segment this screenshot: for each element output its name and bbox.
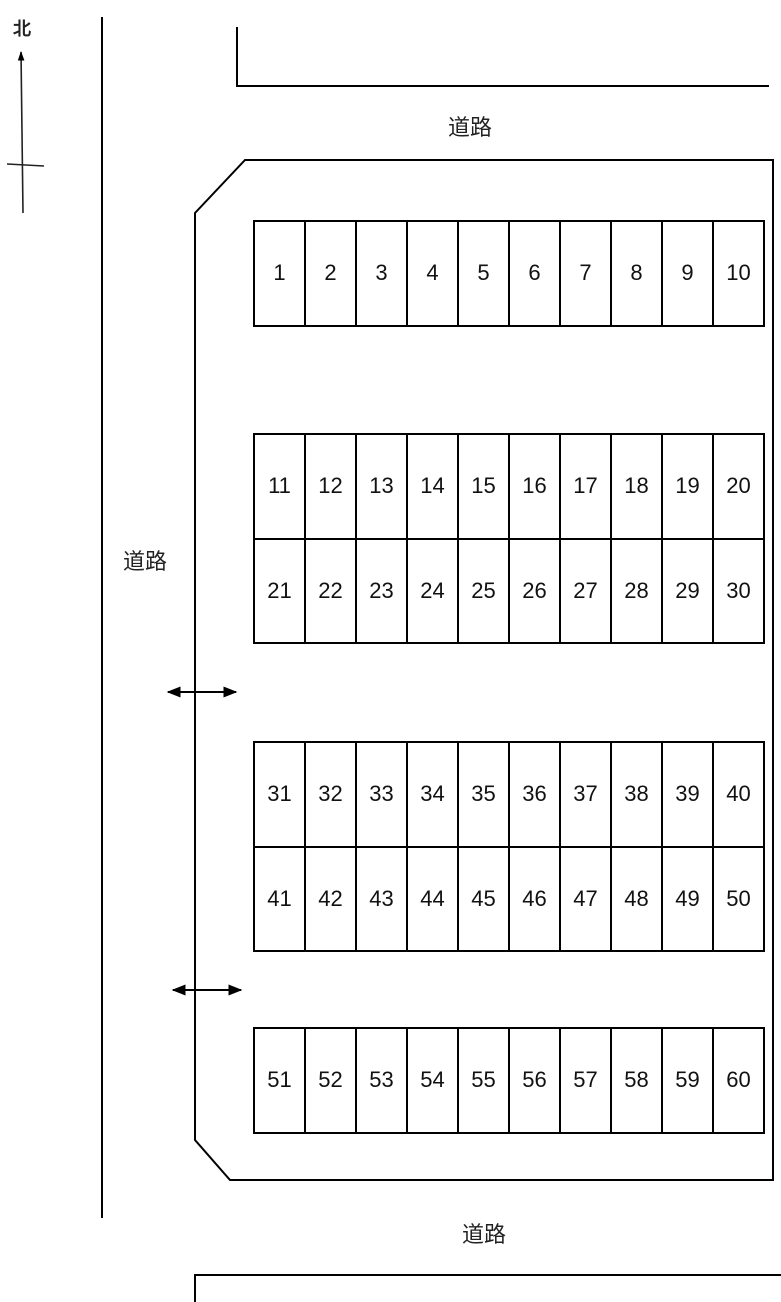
parking-space[interactable]: 24 bbox=[408, 539, 459, 644]
road-label-top: 道路 bbox=[447, 116, 493, 141]
parking-space[interactable]: 10 bbox=[714, 222, 765, 327]
parking-space[interactable]: 5 bbox=[459, 222, 510, 327]
parking-space[interactable]: 29 bbox=[663, 539, 714, 644]
parking-space[interactable]: 30 bbox=[714, 539, 765, 644]
parking-space[interactable]: 21 bbox=[255, 539, 306, 644]
north-label: 北 bbox=[13, 19, 31, 40]
parking-space[interactable]: 9 bbox=[663, 222, 714, 327]
parking-space[interactable]: 50 bbox=[714, 847, 765, 952]
parking-space[interactable]: 45 bbox=[459, 847, 510, 952]
parking-space[interactable]: 40 bbox=[714, 743, 765, 848]
parking-space[interactable]: 14 bbox=[408, 435, 459, 540]
parking-space[interactable]: 32 bbox=[306, 743, 357, 848]
parking-space[interactable]: 59 bbox=[663, 1029, 714, 1134]
parking-lot-boundary bbox=[194, 159, 774, 1181]
parking-space[interactable]: 22 bbox=[306, 539, 357, 644]
parking-space[interactable]: 34 bbox=[408, 743, 459, 848]
parking-space[interactable]: 44 bbox=[408, 847, 459, 952]
parking-block-1: 1 2 3 4 5 6 7 8 9 10 bbox=[253, 220, 765, 327]
parking-space[interactable]: 3 bbox=[357, 222, 408, 327]
parking-space[interactable]: 17 bbox=[561, 435, 612, 540]
parking-space[interactable]: 54 bbox=[408, 1029, 459, 1134]
parking-space[interactable]: 20 bbox=[714, 435, 765, 540]
parking-space[interactable]: 36 bbox=[510, 743, 561, 848]
parking-space[interactable]: 26 bbox=[510, 539, 561, 644]
parking-space[interactable]: 7 bbox=[561, 222, 612, 327]
parking-space[interactable]: 39 bbox=[663, 743, 714, 848]
parking-space[interactable]: 11 bbox=[255, 435, 306, 540]
parking-block-2: 11 12 13 14 15 16 17 18 19 20 21 22 23 2… bbox=[253, 433, 765, 644]
parking-space[interactable]: 51 bbox=[255, 1029, 306, 1134]
parking-space[interactable]: 42 bbox=[306, 847, 357, 952]
parking-space[interactable]: 46 bbox=[510, 847, 561, 952]
parking-space[interactable]: 16 bbox=[510, 435, 561, 540]
parking-space[interactable]: 28 bbox=[612, 539, 663, 644]
parking-space[interactable]: 1 bbox=[255, 222, 306, 327]
parking-space[interactable]: 41 bbox=[255, 847, 306, 952]
parking-space[interactable]: 18 bbox=[612, 435, 663, 540]
road-label-left: 道路 bbox=[122, 550, 168, 575]
parking-space[interactable]: 2 bbox=[306, 222, 357, 327]
parking-space[interactable]: 25 bbox=[459, 539, 510, 644]
north-arrow-icon bbox=[6, 51, 45, 214]
parking-space[interactable]: 58 bbox=[612, 1029, 663, 1134]
parking-space[interactable]: 35 bbox=[459, 743, 510, 848]
parking-space[interactable]: 4 bbox=[408, 222, 459, 327]
parking-space[interactable]: 23 bbox=[357, 539, 408, 644]
parking-space[interactable]: 53 bbox=[357, 1029, 408, 1134]
parking-space[interactable]: 38 bbox=[612, 743, 663, 848]
parking-space[interactable]: 15 bbox=[459, 435, 510, 540]
parking-space[interactable]: 49 bbox=[663, 847, 714, 952]
parking-space[interactable]: 27 bbox=[561, 539, 612, 644]
parking-space[interactable]: 55 bbox=[459, 1029, 510, 1134]
parking-block-4: 51 52 53 54 55 56 57 58 59 60 bbox=[253, 1027, 765, 1134]
road-label-bottom: 道路 bbox=[461, 1223, 507, 1248]
parking-space[interactable]: 8 bbox=[612, 222, 663, 327]
parking-block-3: 31 32 33 34 35 36 37 38 39 40 41 42 43 4… bbox=[253, 741, 765, 952]
parking-space[interactable]: 31 bbox=[255, 743, 306, 848]
parking-space[interactable]: 19 bbox=[663, 435, 714, 540]
parking-space[interactable]: 47 bbox=[561, 847, 612, 952]
parking-space[interactable]: 60 bbox=[714, 1029, 765, 1134]
parking-space[interactable]: 6 bbox=[510, 222, 561, 327]
parking-space[interactable]: 43 bbox=[357, 847, 408, 952]
parking-space[interactable]: 13 bbox=[357, 435, 408, 540]
top-road-edge bbox=[236, 27, 769, 87]
parking-space[interactable]: 33 bbox=[357, 743, 408, 848]
bottom-road-edge bbox=[194, 1274, 781, 1302]
parking-space[interactable]: 12 bbox=[306, 435, 357, 540]
parking-space[interactable]: 52 bbox=[306, 1029, 357, 1134]
parking-space[interactable]: 37 bbox=[561, 743, 612, 848]
parking-space[interactable]: 56 bbox=[510, 1029, 561, 1134]
parking-space[interactable]: 57 bbox=[561, 1029, 612, 1134]
parking-space[interactable]: 48 bbox=[612, 847, 663, 952]
